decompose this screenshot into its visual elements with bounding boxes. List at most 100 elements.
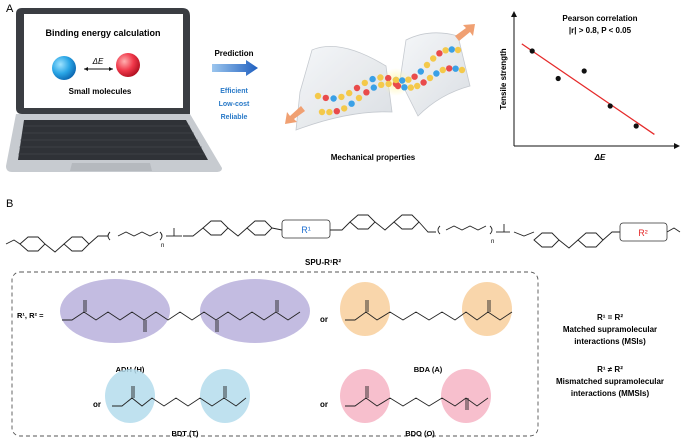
polymer-bead	[394, 82, 402, 90]
laptop-illustration	[6, 8, 222, 172]
polymer-name: SPU-R¹R²	[305, 258, 341, 267]
bdt-label: BDT (T)	[171, 429, 199, 438]
panel-a-letter: A	[6, 3, 14, 15]
polymer-bead	[401, 84, 408, 91]
small-molecule-red-sphere	[116, 53, 140, 77]
repeat-n-2: n	[491, 239, 494, 245]
definition-dashed-frame	[11, 271, 539, 437]
bdo-label: BDO (O)	[405, 429, 435, 438]
polymer-bead	[314, 92, 322, 100]
prediction-label: Prediction	[214, 49, 253, 58]
adh-highlight-right	[200, 279, 310, 343]
r1-box	[281, 219, 331, 239]
polymer-bead	[411, 73, 418, 80]
polymer-bead	[417, 68, 424, 75]
bda-highlight-right	[462, 282, 512, 336]
adh-structure	[62, 300, 301, 332]
polymer-bead	[338, 93, 345, 101]
polymer-bead	[370, 84, 377, 91]
polymer-bead	[353, 84, 361, 92]
polymer-bead	[436, 50, 443, 57]
polymer-bead	[330, 95, 337, 102]
mismatched-equation: R¹ ≠ R²	[597, 365, 623, 374]
r2-box	[619, 222, 668, 242]
polymer-bead	[458, 66, 466, 74]
laptop-title: Binding energy calculation	[45, 28, 160, 38]
matched-equation: R¹ = R²	[597, 313, 623, 322]
or-word-2: or	[93, 400, 101, 409]
prediction-arrow-icon	[212, 60, 258, 76]
data-point	[607, 103, 613, 109]
or-word-3: or	[320, 400, 328, 409]
data-point	[529, 48, 535, 54]
chart-y-label: Tensile strength	[499, 48, 508, 109]
polymer-bead	[318, 108, 326, 116]
repeat-n-1: n	[161, 243, 164, 249]
polymer-bead	[399, 77, 406, 84]
bdt-highlight-left	[105, 369, 155, 423]
prediction-item-efficient: Efficient	[220, 88, 248, 95]
polymer-bead	[430, 55, 437, 62]
delta-e-label: ΔE	[92, 57, 104, 66]
polymer-bead	[346, 89, 353, 97]
stretched-film-illustration	[295, 32, 471, 131]
polymer-bead	[420, 79, 427, 86]
matched-line-1: Matched supramolecular	[563, 325, 657, 334]
polymer-bead	[348, 100, 355, 107]
polymer-bead	[385, 74, 392, 82]
polymer-bead	[355, 94, 363, 102]
polymer-bead	[341, 105, 348, 112]
mismatched-line-2: interactions (MMSIs)	[571, 389, 650, 398]
polymer-bead	[378, 81, 385, 89]
definition-label: R¹, R² =	[17, 311, 44, 320]
polymer-bead	[446, 65, 453, 72]
prediction-item-low-cost: Low-cost	[219, 101, 250, 108]
data-point	[633, 123, 639, 129]
bdo-highlight-right	[441, 369, 491, 423]
data-point	[555, 75, 561, 82]
stretch-arrow-up-right-icon	[455, 24, 475, 41]
polymer-bead	[369, 75, 376, 83]
adh-highlight-left	[60, 279, 170, 343]
polymer-bead	[414, 82, 421, 90]
polymer-bead	[448, 46, 455, 53]
bda-structure	[345, 300, 513, 321]
r2-box-label: R²	[638, 228, 648, 238]
mechanical-properties-label: Mechanical properties	[331, 153, 416, 162]
correlation-chart: Pearson correlation |r| > 0.8, P < 0.05 …	[499, 11, 680, 162]
panel-b-letter: B	[6, 198, 13, 210]
bdt-structure	[112, 386, 247, 407]
bda-label: BDA (A)	[414, 365, 443, 374]
polymer-bead	[452, 65, 459, 72]
stretch-arrow-down-left-icon	[285, 106, 305, 124]
polymer-bead	[322, 94, 329, 102]
bdt-highlight-right	[200, 369, 250, 423]
prediction-item-reliable: Reliable	[221, 114, 248, 121]
polymer-bead	[405, 76, 412, 83]
r1-box-label: R¹	[301, 225, 311, 235]
chart-x-label: ΔE	[594, 153, 606, 162]
mismatched-line-1: Mismatched supramolecular	[556, 377, 664, 386]
chart-title: Pearson correlation	[562, 14, 637, 23]
chart-x-axis-arrowhead	[674, 143, 680, 149]
polymer-bead	[363, 89, 370, 96]
polymer-bead	[439, 66, 446, 74]
polymer-bead	[454, 46, 462, 54]
or-word-1: or	[320, 315, 328, 324]
data-point	[581, 68, 587, 74]
polymer-bead	[326, 108, 333, 116]
polymer-bead	[426, 74, 434, 82]
chart-y-axis-arrowhead	[511, 11, 517, 17]
matched-line-2: interactions (MSIs)	[574, 337, 646, 346]
small-molecule-blue-sphere	[52, 56, 76, 80]
polymer-bead	[392, 76, 400, 84]
polymer-bead	[407, 84, 414, 91]
polymer-bead	[423, 61, 431, 69]
polymer-backbone	[5, 214, 681, 253]
polymer-bead	[361, 79, 368, 87]
bdo-structure	[345, 386, 489, 410]
bdo-highlight-left	[340, 369, 390, 423]
polymer-bead	[385, 80, 392, 88]
trend-line	[521, 43, 655, 135]
